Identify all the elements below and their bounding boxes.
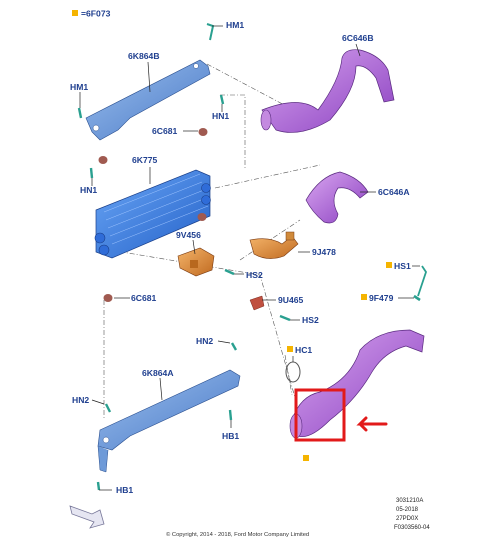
label-HN1-right: HN1: [212, 111, 229, 121]
copyright: © Copyright, 2014 - 2018, Ford Motor Com…: [166, 531, 309, 538]
hose-6C646B: [260, 49, 395, 133]
label-9U465: 9U465: [278, 295, 304, 305]
intercooler-6K775: [94, 169, 211, 259]
label-6K775: 6K775: [132, 155, 158, 165]
label-HM1-left: HM1: [70, 82, 88, 92]
reference-line-1: 3031210A: [396, 498, 423, 504]
lower-bracket-6K864A: [97, 369, 241, 473]
legend-square-icon: [72, 10, 78, 16]
label-6K864B: 6K864B: [128, 51, 160, 61]
part-marker: [386, 262, 392, 268]
label-6C646A: 6C646A: [378, 187, 410, 197]
label-HC1: HC1: [295, 345, 312, 355]
label-6K864A: 6K864A: [142, 368, 174, 378]
dashed-reference-lines: [103, 63, 321, 420]
hose-9J478: [249, 231, 299, 259]
reference-line-4: F0303560-04: [394, 525, 430, 531]
reference-codes: 3031210A 05-2018 27PD0X F0303560-04: [394, 498, 430, 531]
highlight-arrow-icon: [356, 416, 388, 432]
upper-bracket-6K864B: [85, 59, 211, 141]
part-marker: [361, 294, 367, 300]
highlight-box: [294, 388, 346, 442]
part-marker: [303, 455, 309, 461]
label-HM1-top: HM1: [226, 20, 244, 30]
label-HN1-left: HN1: [80, 185, 97, 195]
label-6C681-bottom: 6C681: [131, 293, 157, 303]
label-HS1: HS1: [394, 261, 411, 271]
label-6C646B: 6C646B: [342, 33, 374, 43]
fasteners: [77, 23, 427, 491]
legend-code: =6F073: [81, 9, 111, 19]
label-6C681-top: 6C681: [152, 126, 178, 136]
label-HS2-upper: HS2: [246, 270, 263, 280]
valve-9V456: [177, 247, 215, 277]
orientation-arrow-icon: [69, 505, 105, 529]
label-HS2-lower: HS2: [302, 315, 319, 325]
hose-6C646A: [305, 171, 369, 224]
label-9F479: 9F479: [369, 293, 394, 303]
label-HN2-left: HN2: [72, 395, 89, 405]
label-HB1-right: HB1: [222, 431, 239, 441]
reference-line-3: 27PD0X: [396, 516, 418, 522]
label-9V456: 9V456: [176, 230, 201, 240]
reference-line-2: 05-2018: [396, 507, 419, 513]
label-HN2-right: HN2: [196, 336, 213, 346]
part-marker: [287, 346, 293, 352]
label-HB1-bottom: HB1: [116, 485, 133, 495]
leader-lines: [79, 25, 420, 491]
rubber-mounts: [98, 128, 265, 311]
label-9J478: 9J478: [312, 247, 336, 257]
